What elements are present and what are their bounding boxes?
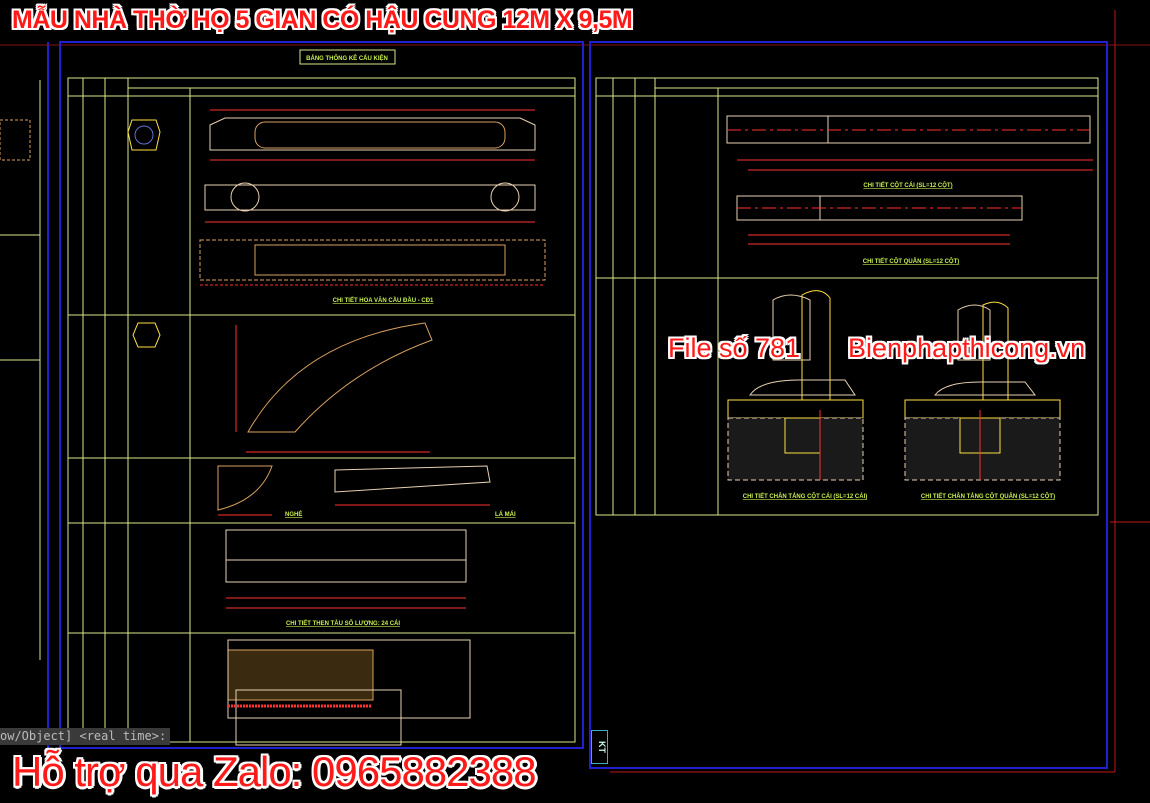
command-line[interactable]: ow/Object] <real time>: [0, 728, 171, 745]
component-table [67, 77, 576, 743]
arc-beam-drawing [132, 322, 433, 453]
label-chan-tang-quan: CHI TIẾT CHÂN TẢNG CỘT QUÂN (SL=12 CỘT) [921, 492, 1055, 500]
chan-tang-drawings: CHI TIẾT CHÂN TẢNG CỘT CÁI (SL=12 CÁI) C… [727, 290, 1061, 500]
outer-frame [610, 10, 1150, 773]
carved-panel-drawing [227, 639, 471, 746]
table-title: BẢNG THỐNG KÊ CẤU KIỆN [306, 54, 388, 62]
label-chan-tang-cai: CHI TIẾT CHÂN TẢNG CỘT CÁI (SL=12 CÁI) [743, 492, 868, 500]
page-title: MẪU NHÀ THỜ HỌ 5 GIAN CÓ HẬU CUNG 12M X … [12, 6, 633, 34]
left-sheet: BẢNG THỐNG KÊ CẤU KIỆN CHI TIẾT HOA VĂN … [59, 41, 584, 749]
nghe-la-mai-drawing: NGHÉ LÁ MÁI [217, 465, 516, 518]
support-contact-banner: Hỗ trợ qua Zalo: 0965882388 [12, 748, 537, 795]
label-la-mai: LÁ MÁI [495, 511, 516, 518]
then-tau-drawing: CHI TIẾT THEN TÀU SỐ LƯỢNG: 24 CÁI [225, 529, 467, 627]
left-partial-sheet [0, 42, 1150, 748]
label-cot-cai: CHI TIẾT CỘT CÁI (SL=12 CỘT) [863, 181, 952, 189]
label-cot-quan: CHI TIẾT CỘT QUÂN (SL=12 CỘT) [863, 257, 960, 265]
component-table-right [595, 77, 1099, 516]
cau-dau-drawing: CHI TIẾT HOA VĂN CẦU ĐẦU - CĐ1 [127, 109, 546, 304]
label-hoa-van: CHI TIẾT HOA VĂN CẦU ĐẦU - CĐ1 [333, 297, 434, 304]
watermark-site: Bienphapthicong.vn [848, 333, 1086, 363]
sheet-tab-kt[interactable]: KT [591, 730, 608, 764]
label-then-tau: CHI TIẾT THEN TÀU SỐ LƯỢNG: 24 CÁI [286, 620, 400, 627]
watermark-file-number: File số 781 [668, 333, 801, 363]
label-nghe: NGHÉ [285, 510, 302, 518]
cot-cai-drawing: CHI TIẾT CỘT CÁI (SL=12 CỘT) CHI TIẾT CỘ… [726, 115, 1093, 265]
right-sheet: CHI TIẾT CỘT CÁI (SL=12 CỘT) CHI TIẾT CỘ… [589, 41, 1108, 769]
